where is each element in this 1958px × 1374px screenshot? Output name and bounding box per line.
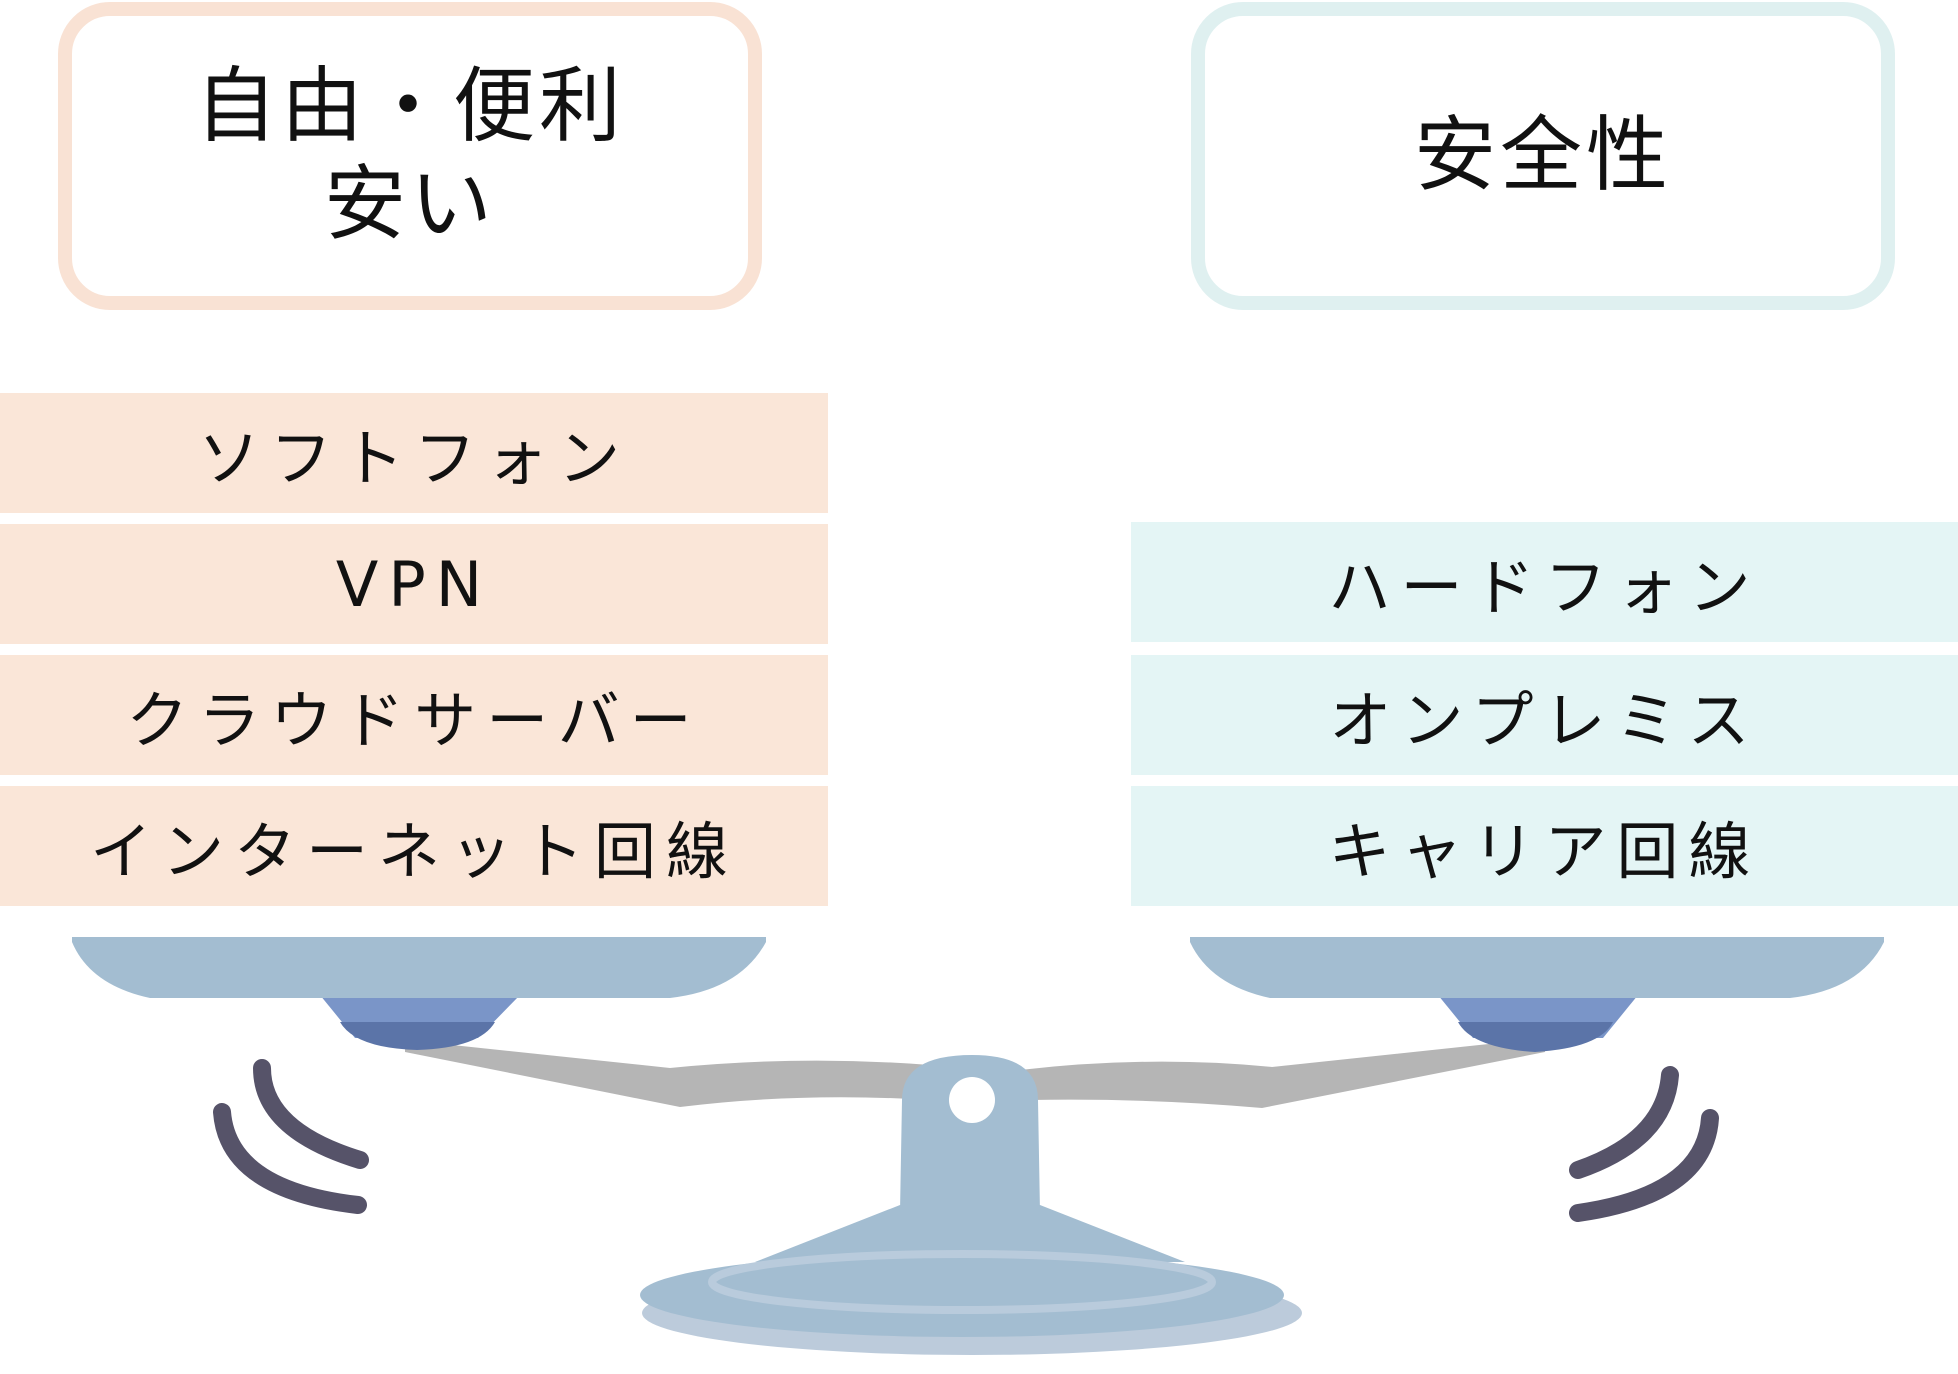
right-item-on-premises: オンプレミス [1131,655,1958,775]
left-item-vpn: VPN [0,524,828,644]
scale-beam [405,1038,1545,1108]
right-motion-lines [1569,1066,1719,1222]
left-item-cloud-server: クラウドサーバー [0,655,828,775]
left-header-line-1: 自由・便利 [194,59,625,154]
left-pan [72,937,766,998]
right-header-line-1: 安全性 [1413,108,1672,203]
scale-base [640,1253,1284,1337]
scale-base-neck [755,1205,1185,1262]
right-header-box: 安全性 [1191,2,1895,310]
right-pan [1190,937,1884,998]
left-pan-cup-base [340,1022,495,1050]
left-motion-lines [213,1059,369,1214]
left-item-softphone: ソフトフォン [0,393,828,513]
scale-base-shadow [642,1271,1302,1355]
left-header-line-2: 安い [323,157,496,252]
right-pan-cup [1438,995,1638,1038]
scale-post [900,1055,1040,1212]
scale-pivot [949,1077,995,1123]
left-header-box: 自由・便利 安い [58,2,762,310]
right-pan-cup-base [1458,1022,1613,1052]
left-pan-cup [320,995,520,1038]
right-item-hardphone: ハードフォン [1131,522,1958,642]
right-item-carrier-line: キャリア回線 [1131,786,1958,906]
left-item-internet-line: インターネット回線 [0,786,828,906]
scale-base-rim [708,1250,1216,1314]
